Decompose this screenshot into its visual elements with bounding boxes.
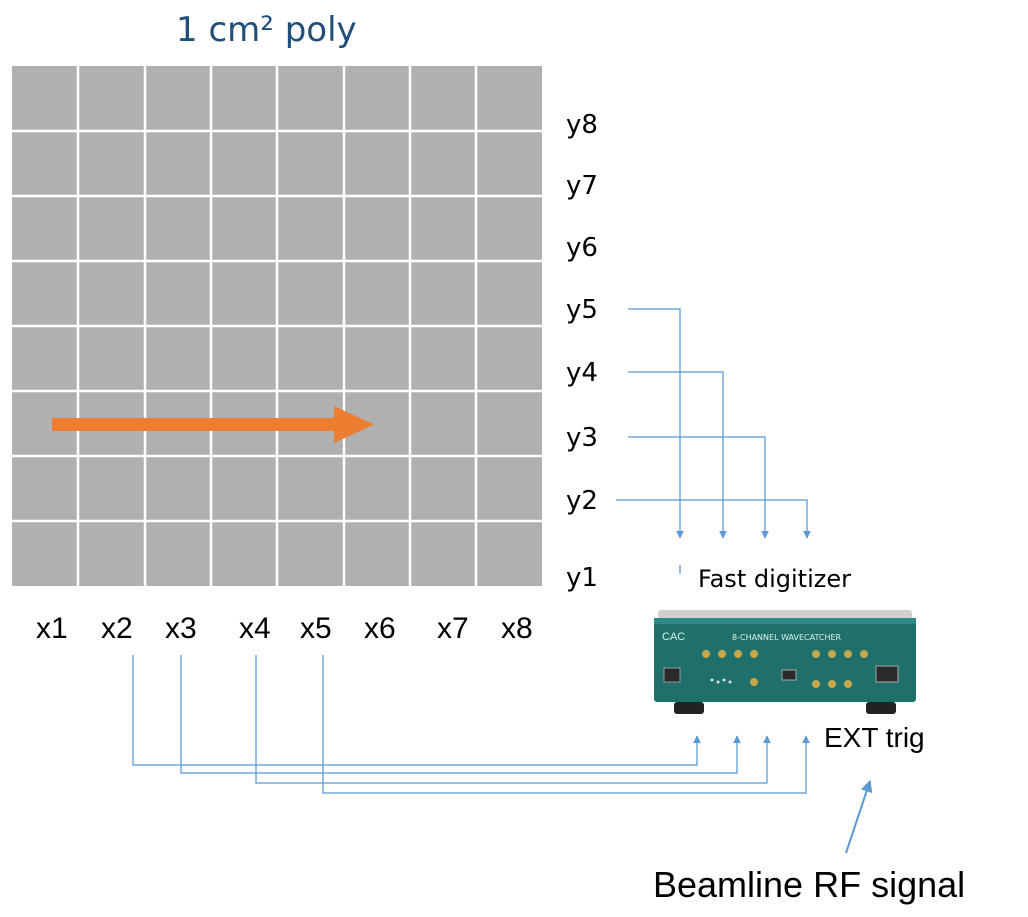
beam-arrow [52,406,374,443]
x6-label: x6 [364,612,396,645]
y5-wire [628,308,684,539]
x1-label: x1 [36,612,68,645]
y6-label: y6 [566,233,598,263]
x8-label: x8 [501,612,533,645]
detector-grid [12,66,542,586]
x4-label: x4 [239,612,271,645]
digitizer-device: CAC 8-CHANNEL WAVECATCHER [654,610,916,714]
y5-label: y5 [566,295,598,325]
x-wiring [132,655,810,794]
x3-wire [180,655,741,774]
y8-label: y8 [566,110,598,140]
y7-label: y7 [566,171,598,201]
y3-wire [628,436,769,539]
y-wiring [616,308,811,574]
device-title: 8-CHANNEL WAVECATCHER [732,633,842,642]
svg-text:CAC: CAC [662,631,685,643]
grid-lines [12,66,542,586]
x7-label: x7 [437,612,469,645]
y4-label: y4 [566,358,598,388]
x5-label: x5 [300,612,332,645]
x5-wire [322,655,810,794]
x3-label: x3 [165,612,197,645]
rf-arrow [845,779,873,854]
digitizer-label: Fast digitizer [698,565,851,593]
y4-wire [628,371,727,539]
y2-label: y2 [566,486,598,516]
x2-label: x2 [101,612,133,645]
diagram-title: 1 cm² poly [176,10,357,50]
ext-trig-label: EXT trig [824,722,925,753]
y1-label: y1 [566,563,598,593]
y3-label: y3 [566,423,598,453]
y2-wire [616,499,811,539]
rf-signal-label: Beamline RF signal [653,864,966,905]
x4-wire [255,655,771,784]
x2-wire [132,655,701,766]
